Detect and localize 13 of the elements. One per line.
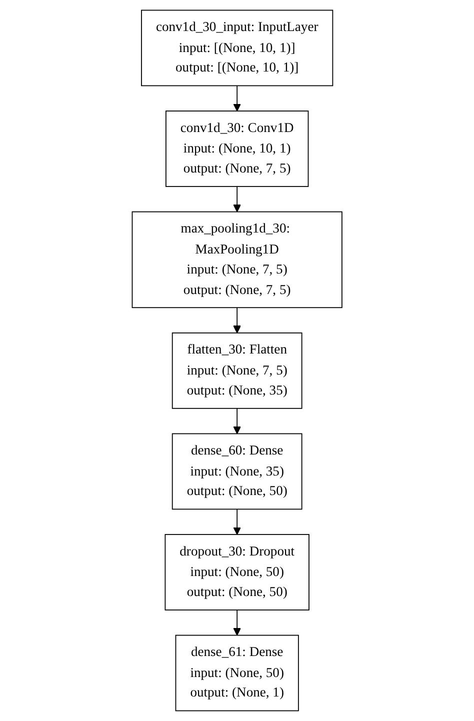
- node-box: dense_60: Dense input: (None, 35) output: (None, 50): [172, 433, 302, 510]
- node-box: max_pooling1d_30: MaxPooling1D input: (None, 7, 5) output: (None, 7, 5): [132, 211, 342, 308]
- node-box: conv1d_30: Conv1D input: (None, 10, 1) output: (None, 7, 5): [165, 110, 309, 187]
- node-box: dense_61: Dense input: (None, 50) output: (None, 1): [175, 634, 299, 712]
- arrow: [233, 508, 241, 535]
- arrow: [233, 307, 241, 334]
- node-box: conv1d_30_input: InputLayer input: [(None, 10, 1)] output: [(None, 10, 1)]: [140, 10, 334, 86]
- arrow: [233, 186, 241, 212]
- arrow: [233, 610, 241, 636]
- arrow: [233, 408, 241, 434]
- node-box: dropout_30: Dropout input: (None, 50) output: (None, 50): [164, 534, 310, 610]
- arrow: [233, 85, 241, 112]
- node-box: flatten_30: Flatten input: (None, 7, 5) output: (None, 35): [172, 332, 302, 409]
